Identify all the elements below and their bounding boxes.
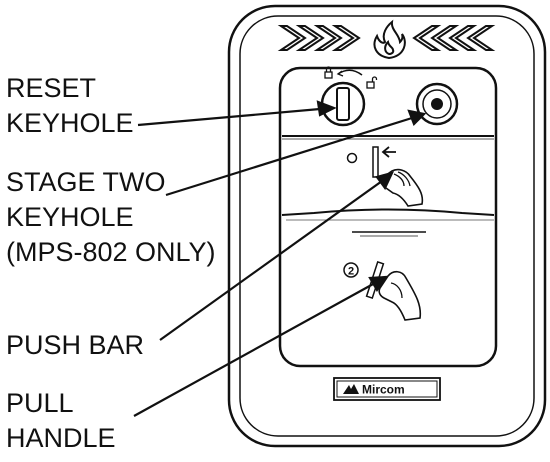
label-stage-two-keyhole: STAGE TWO KEYHOLE (MPS-802 ONLY) — [6, 165, 216, 270]
lock-icon — [324, 66, 333, 79]
label-line: PULL — [6, 388, 74, 418]
leader-push-bar — [159, 180, 383, 341]
label-line: KEYHOLE — [6, 202, 134, 232]
label-pull-handle: PULL HANDLE — [6, 386, 116, 456]
flame-icon — [373, 19, 406, 60]
mircom-logo-plate: Mircom — [333, 377, 441, 401]
push-bar-divider — [281, 208, 495, 216]
label-line: HANDLE — [6, 423, 116, 453]
reset-keyhole[interactable] — [320, 81, 366, 127]
hand-pull-icon — [378, 270, 422, 321]
label-push-bar: PUSH BAR — [6, 328, 144, 363]
label-line: RESET — [6, 73, 97, 103]
label-line: STAGE TWO — [6, 167, 166, 197]
brand-name: Mircom — [362, 383, 405, 397]
stage-two-keyhole[interactable] — [415, 82, 459, 126]
push-indicator-dot — [346, 152, 358, 164]
step-number: 2 — [348, 266, 354, 278]
leader-pull-handle — [133, 282, 376, 417]
chevron-arrows-left-icon — [277, 25, 361, 51]
label-line: PUSH BAR — [6, 330, 145, 360]
push-arrow-icon — [381, 146, 396, 158]
mircom-logo-icon — [343, 384, 359, 394]
leader-stage-two-keyhole — [165, 116, 413, 197]
push-bar-graphic — [372, 146, 379, 178]
unlock-icon — [366, 76, 378, 89]
leader-lines — [133, 100, 427, 417]
front-panel — [278, 66, 498, 368]
leader-reset-keyhole — [137, 107, 321, 127]
label-line: (MPS-802 ONLY) — [6, 237, 216, 267]
chevron-arrows-right-icon — [412, 25, 496, 51]
label-line: KEYHOLE — [6, 108, 134, 138]
label-reset-keyhole: RESET KEYHOLE — [6, 71, 134, 141]
step-number-badge: 2 — [343, 262, 359, 278]
